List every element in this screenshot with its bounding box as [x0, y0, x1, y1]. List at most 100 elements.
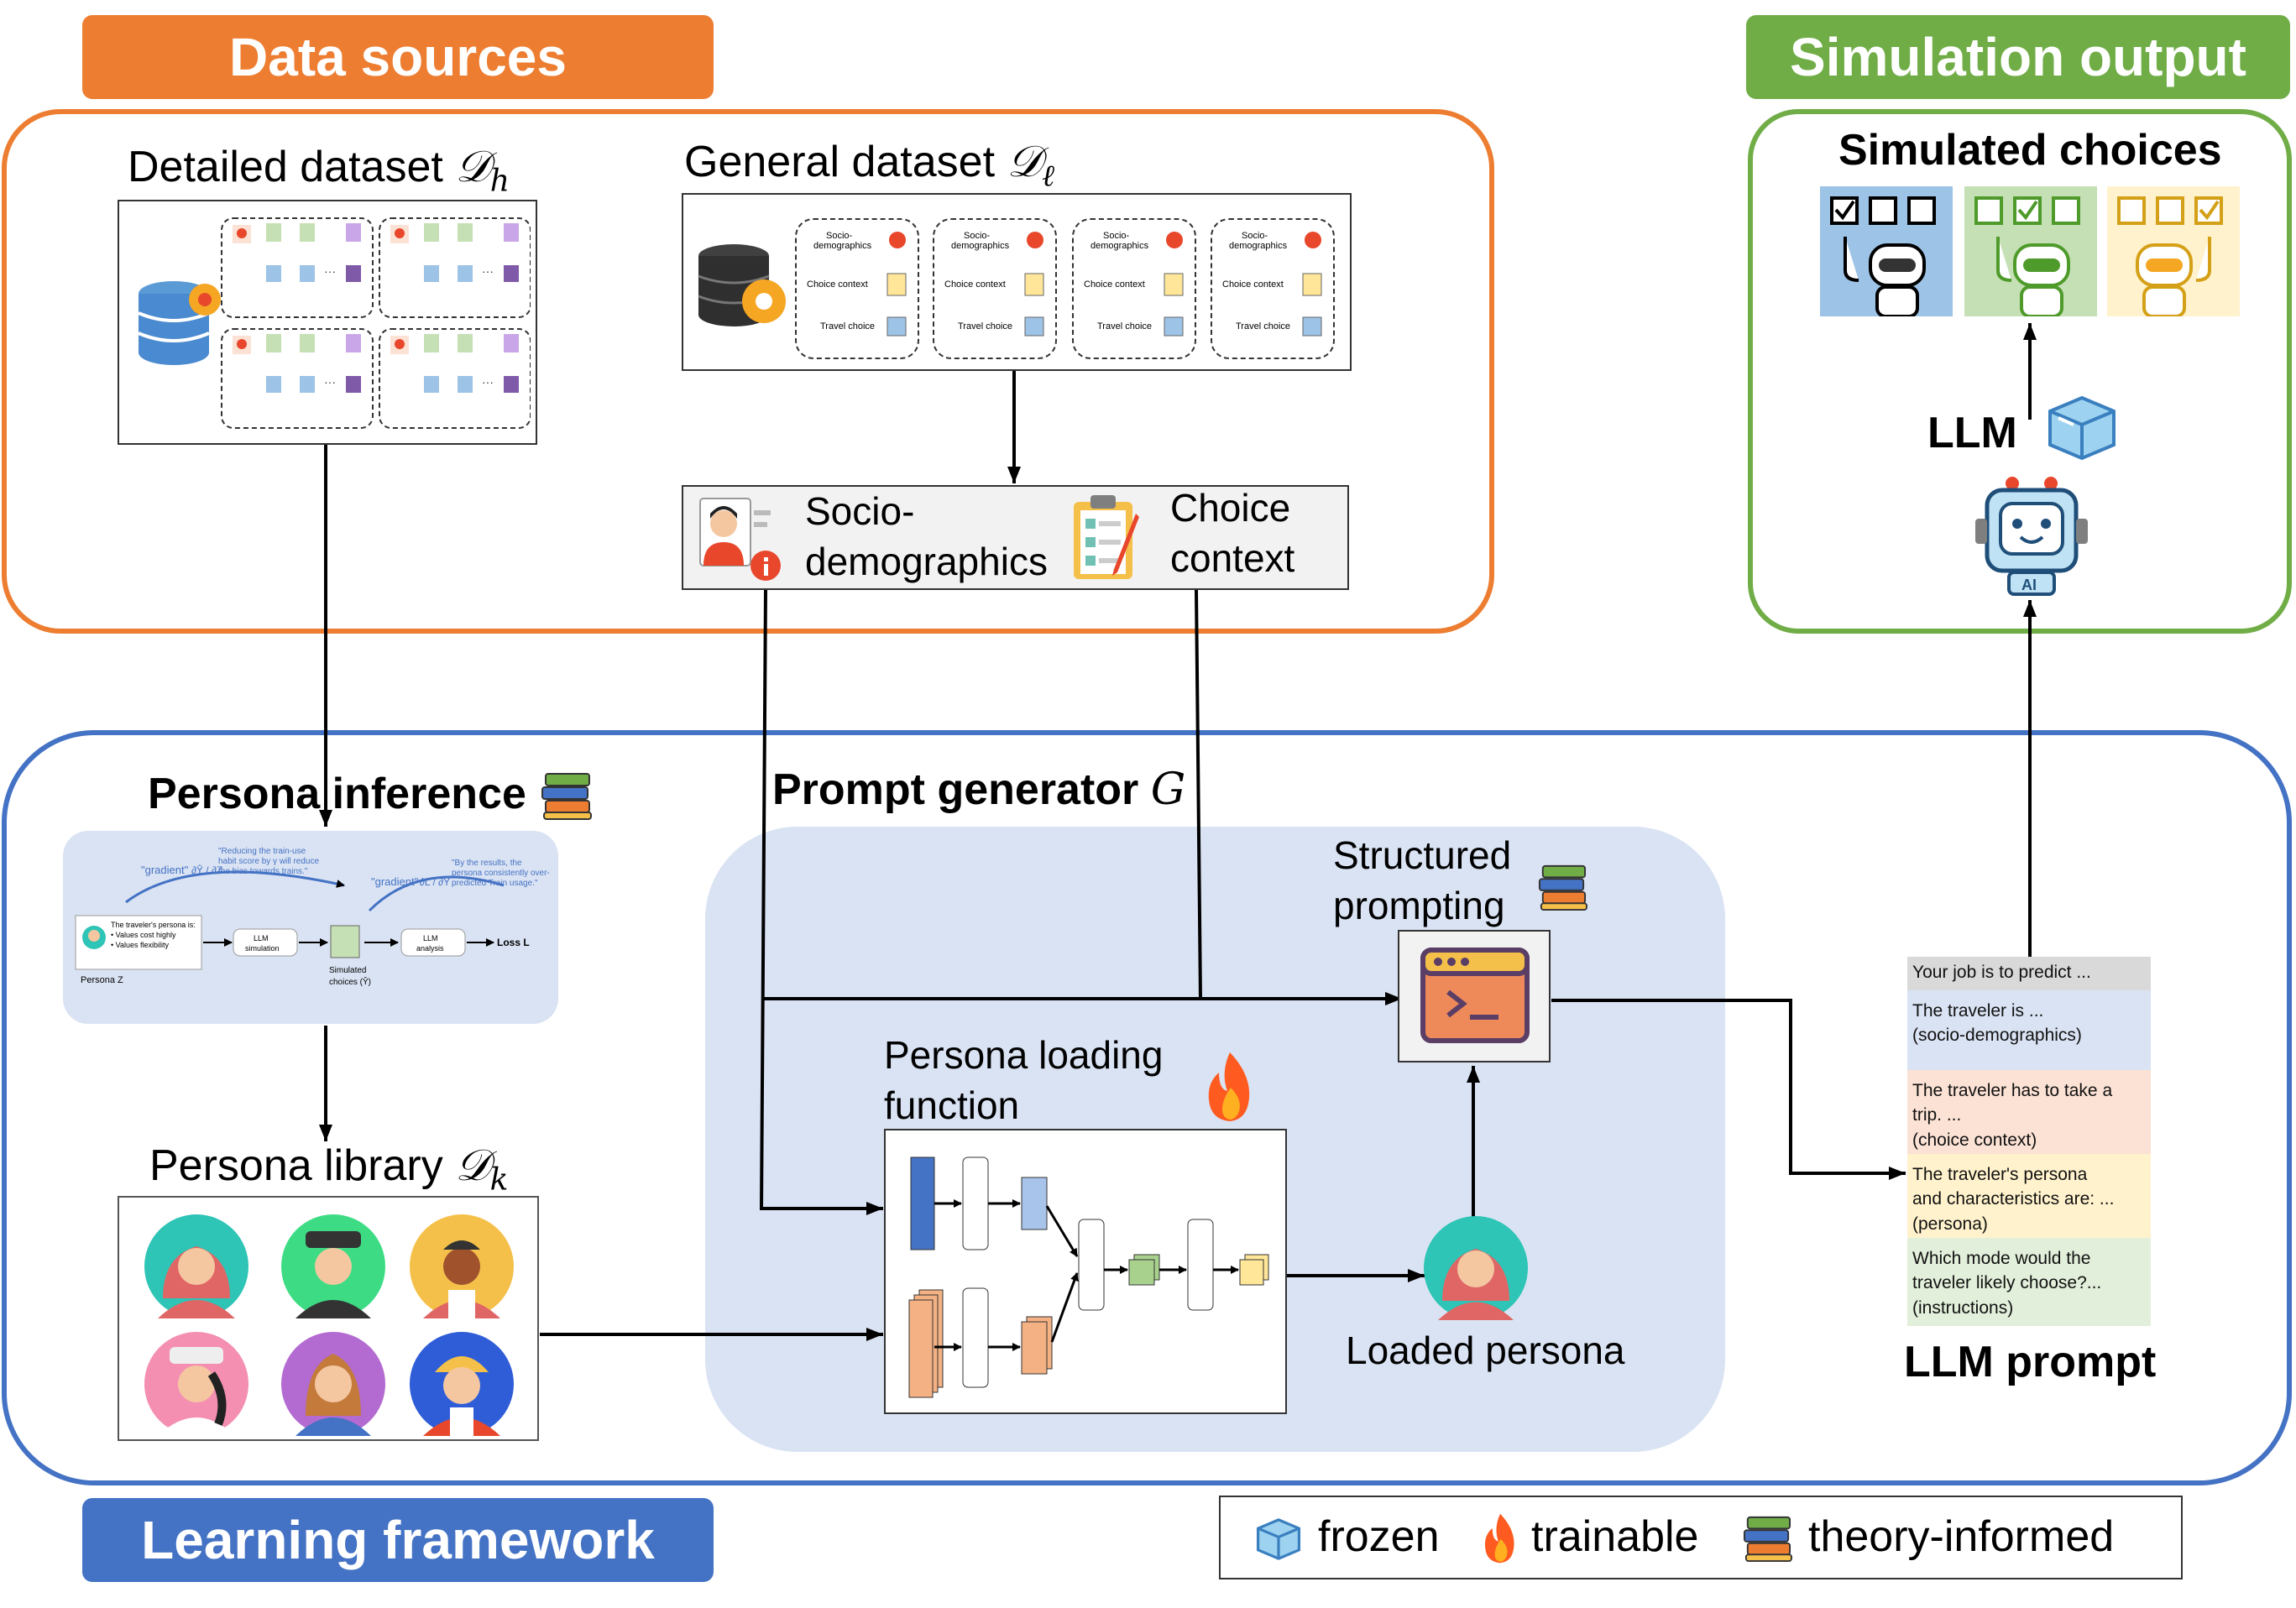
quote1-line1: "Reducing the train-use [218, 847, 306, 856]
structured-prompting-box [1398, 930, 1551, 1062]
avatar-3 [410, 1214, 514, 1318]
svg-text:demographics: demographics [951, 241, 1010, 251]
legend-frozen-icon [1256, 1518, 1301, 1560]
prompt-generator-title: Prompt generator G [772, 764, 1185, 816]
llm-prompt-box: Your job is to predict ... The traveler … [1907, 957, 2154, 1332]
books-icon-structured [1538, 864, 1587, 911]
prompt-generator-name: Prompt generator [772, 765, 1139, 814]
clipboard-check-icon [1074, 495, 1139, 579]
legend-theory-icon [1743, 1516, 1792, 1563]
persona-loading-box [884, 1129, 1287, 1414]
database-gear-icon [138, 281, 221, 365]
detailed-dataset-symbol: 𝒟 [455, 142, 490, 192]
quote1-line3: the bias towards trains." [218, 867, 308, 876]
svg-text:Socio-: Socio- [1242, 231, 1268, 241]
avatar-6 [410, 1332, 514, 1436]
persona-loading-label: Persona loading function [884, 1033, 1164, 1127]
llm-label: LLM [1927, 409, 2017, 457]
persona-library-card [118, 1196, 539, 1441]
sd-box-socio-label: Socio- demographics [805, 489, 1048, 583]
prompt-row-context: The traveler has to take a trip. ... (ch… [1907, 1070, 2151, 1154]
simulated-choice-panel-yellow [2107, 186, 2240, 318]
loss-label: Loss L [497, 937, 530, 948]
svg-text:Choice context: Choice context [1084, 279, 1145, 290]
llm-analysis-line1: LLM [423, 934, 438, 942]
svg-text:Socio-: Socio- [1103, 231, 1130, 241]
svg-text:Travel choice: Travel choice [1097, 321, 1152, 332]
gradient1-text: "gradient" [141, 864, 189, 876]
ai-chip-text: AI [2021, 577, 2037, 593]
legend: frozen trainable theory-informed [1219, 1496, 2183, 1579]
persona-inference-diagram: "gradient" ∂Ŷ / ∂Z "Reducing the train-u… [75, 847, 550, 987]
robot-green-icon [1974, 196, 2080, 318]
prompt-row-job: Your job is to predict ... [1907, 957, 2151, 990]
persona-z-label: Persona Z [81, 975, 123, 985]
quote1-line2: habit score by γ will reduce [218, 857, 319, 866]
svg-text:demographics: demographics [1229, 241, 1288, 251]
books-icon-inference [541, 773, 592, 820]
svg-text:Socio-: Socio- [964, 231, 991, 241]
legend-trainable-label: trainable [1531, 1512, 1699, 1561]
svg-text:Travel choice: Travel choice [958, 321, 1012, 332]
llm-sim-line1: LLM [254, 934, 269, 942]
arrow-sd-to-loading [759, 589, 883, 1215]
general-dataset-symbol: 𝒟 [1007, 137, 1042, 187]
detailed-mini-cards: ··· [221, 217, 531, 429]
persona-inference-title: Persona inference [148, 770, 526, 818]
loaded-persona-avatar [1424, 1216, 1528, 1320]
terminal-icon [1420, 948, 1530, 1043]
structured-prompting-label: Structured prompting [1333, 833, 1512, 927]
svg-text:···: ··· [324, 264, 336, 278]
detailed-dataset-card: ··· [118, 200, 537, 445]
neural-network-icon [908, 1156, 1269, 1398]
detailed-dataset-name: Detailed dataset [128, 143, 443, 191]
svg-text:Travel choice: Travel choice [1236, 321, 1290, 332]
persona-text-1: The traveler's persona is: [111, 921, 196, 929]
svg-text:demographics: demographics [1090, 241, 1149, 251]
avatar-5 [281, 1332, 385, 1436]
person-info-icon [699, 498, 781, 581]
avatar-1 [144, 1214, 248, 1318]
ai-robot-icon: AI [1975, 477, 2088, 596]
svg-text:Choice context: Choice context [807, 279, 868, 290]
sd-box-context-label: Choice context [1170, 486, 1295, 580]
quote2-line3: predicted Train usage." [452, 879, 538, 888]
robot-blue-icon [1830, 196, 1936, 318]
llm-sim-line2: simulation [245, 944, 280, 953]
sim-choices-line1: Simulated [329, 966, 366, 975]
data-sources-banner: Data sources [82, 15, 714, 99]
persona-library-label: Persona library 𝒟k [149, 1140, 509, 1198]
record-socio-label-1: Socio- [826, 231, 853, 241]
quote2-line2: persona consistently over- [452, 869, 550, 878]
arrow-structured-to-prompt [1551, 999, 1906, 1180]
persona-avatars [144, 1214, 514, 1436]
persona-library-symbol: 𝒟 [455, 1141, 490, 1191]
prompt-row-persona: The traveler's persona and characteristi… [1907, 1154, 2151, 1238]
prompt-row-socio: The traveler is ... (socio-demographics) [1907, 990, 2151, 1070]
server-gear-icon [698, 244, 786, 326]
simulated-choice-panel-blue [1820, 186, 1953, 318]
llm-analysis-line2: analysis [416, 944, 444, 953]
legend-frozen-label: frozen [1318, 1512, 1440, 1561]
simulated-choice-panel-green [1964, 186, 2097, 318]
simulation-output-region [1748, 109, 2292, 634]
svg-text:demographics: demographics [813, 241, 872, 251]
general-dataset-label: General dataset 𝒟ℓ [684, 136, 1054, 195]
gradient1-frac: ∂Ŷ / ∂Z [191, 864, 222, 876]
general-dataset-name: General dataset [684, 138, 996, 186]
svg-text:Choice context: Choice context [1222, 279, 1284, 290]
learning-framework-banner: Learning framework [82, 1498, 714, 1582]
svg-text:Travel choice: Travel choice [820, 321, 875, 332]
prompt-row-instructions: Which mode would the traveler likely cho… [1907, 1238, 2151, 1326]
legend-trainable-icon [1484, 1513, 1514, 1564]
flame-icon [1208, 1052, 1250, 1121]
learning-framework-region [2, 730, 2292, 1485]
detailed-dataset-sub: h [489, 164, 510, 199]
detailed-dataset-label: Detailed dataset 𝒟h [128, 141, 510, 200]
persona-library-sub: k [489, 1162, 509, 1198]
